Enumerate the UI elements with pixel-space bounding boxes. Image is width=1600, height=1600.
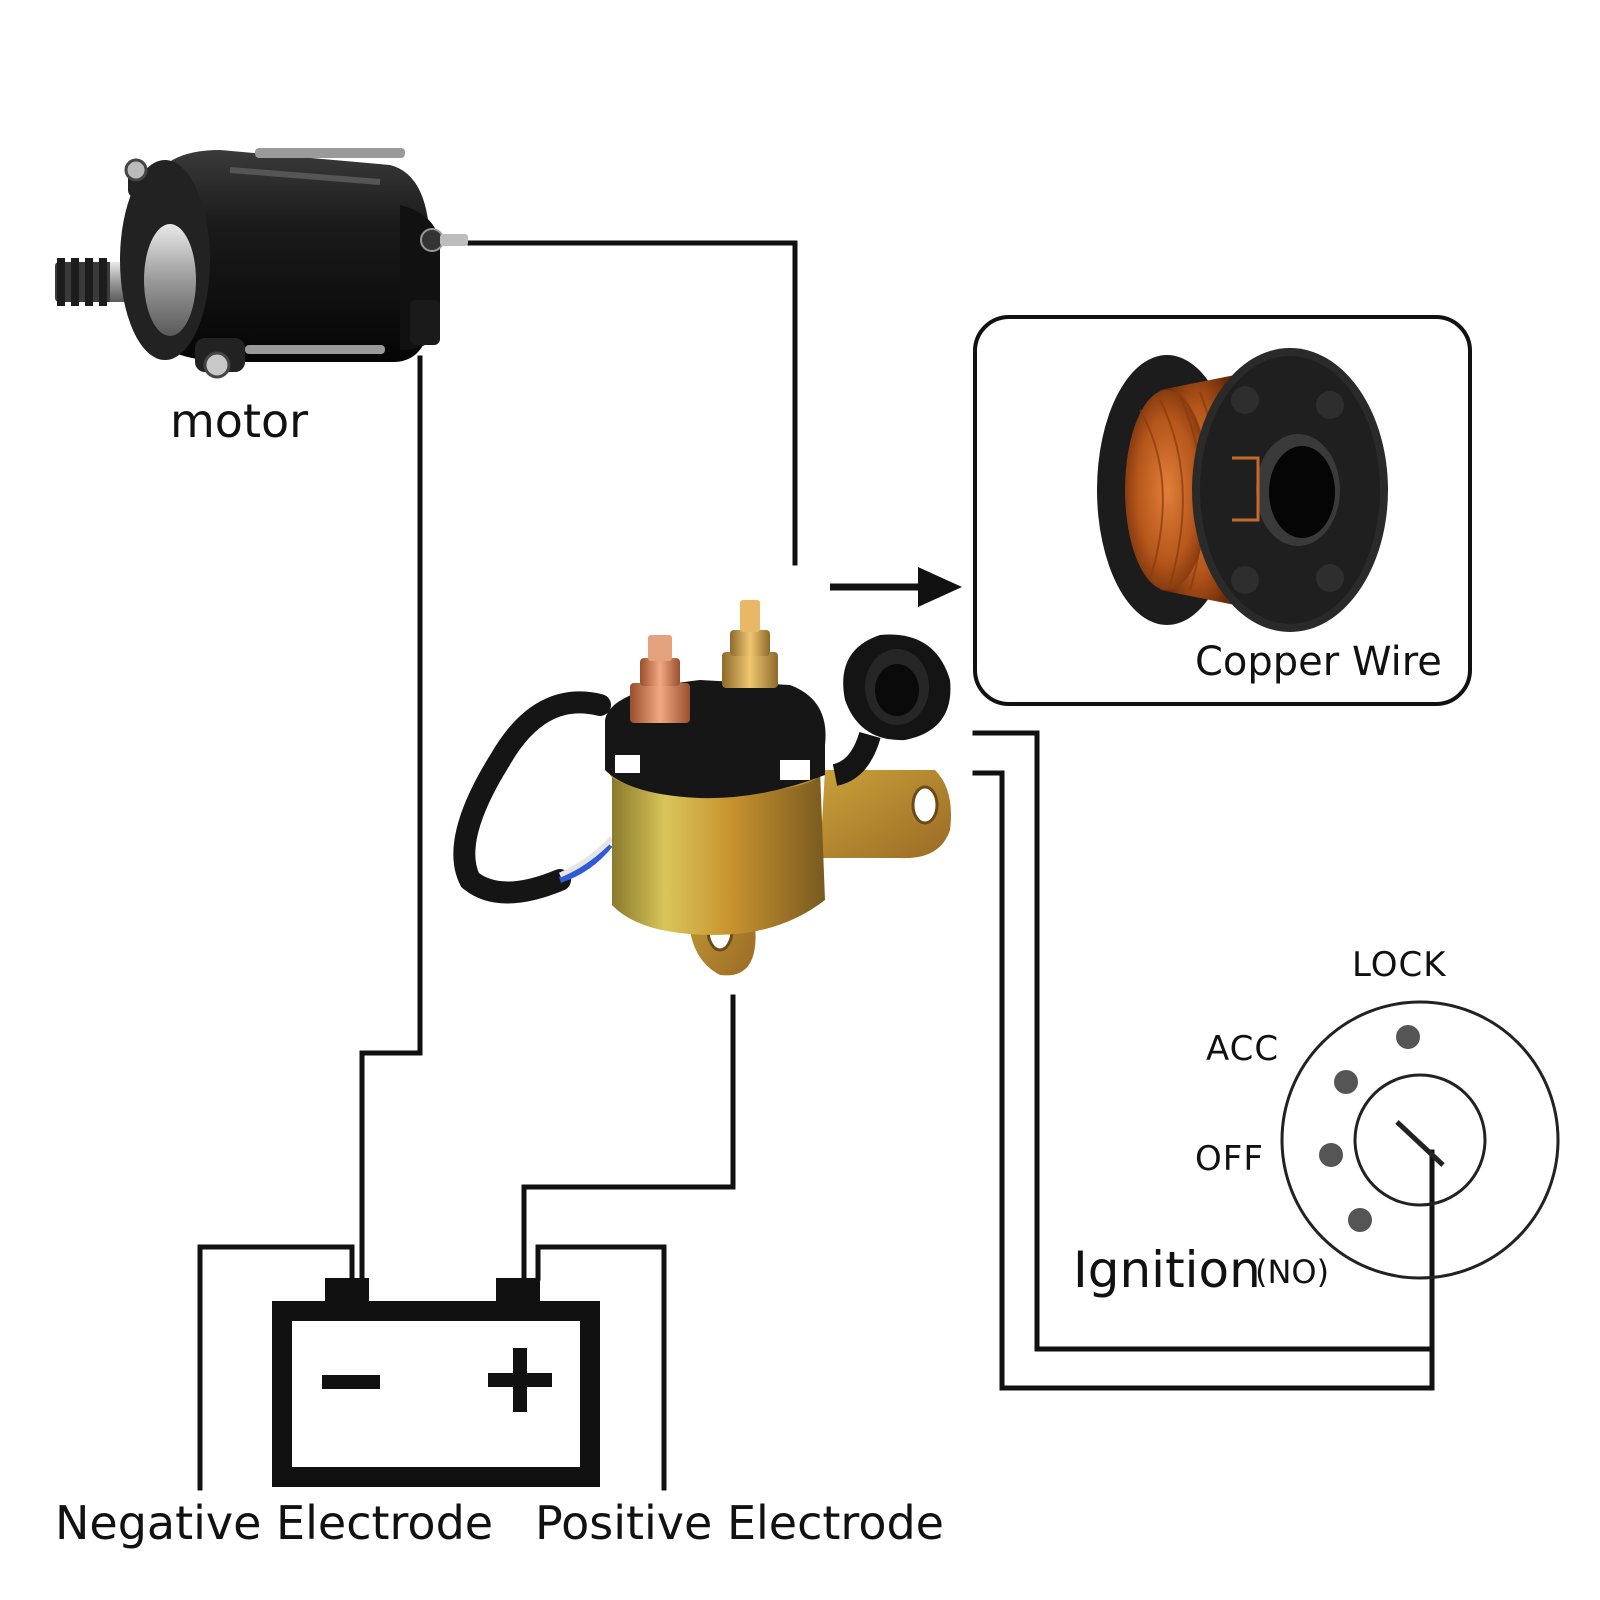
- wire-negative-electrode: [197, 1244, 355, 1491]
- ignition-acc-label: ACC: [1206, 1029, 1280, 1069]
- ignition-off-label: OFF: [1195, 1139, 1264, 1179]
- wires: [197, 240, 1435, 1491]
- ignition-position-lock: [1396, 1025, 1420, 1049]
- ignition-position-off: [1319, 1143, 1343, 1167]
- ignition-label: Ignition: [1073, 1241, 1261, 1299]
- starter-motor-icon: [55, 148, 468, 379]
- battery-plus-symbol: [488, 1348, 552, 1412]
- copper-wire-panel: [973, 315, 1472, 706]
- wire-positive-electrode: [535, 1244, 667, 1491]
- motor-label: motor: [170, 394, 309, 448]
- wire-relay-to-ignition-a: [972, 730, 1435, 1352]
- wire-motor-to-negative: [359, 355, 423, 1281]
- wire-relay-to-positive: [521, 994, 736, 1281]
- ignition-note-label: (NO): [1255, 1253, 1330, 1291]
- ignition-position-start: [1348, 1208, 1372, 1232]
- battery-minus-symbol: [322, 1375, 380, 1389]
- ignition-switch-icon: [1280, 1000, 1560, 1280]
- copper-wire-spool-icon: [1097, 348, 1388, 632]
- wire-motor-to-relay: [467, 240, 798, 566]
- ignition-lock-label: LOCK: [1352, 945, 1447, 985]
- copper-wire-label: Copper Wire: [1195, 639, 1442, 685]
- positive-electrode-label: Positive Electrode: [535, 1496, 944, 1550]
- wire-relay-to-ignition-b: [972, 770, 1435, 1391]
- ignition-position-acc: [1334, 1070, 1358, 1094]
- battery-icon: [272, 1278, 600, 1487]
- negative-electrode-label: Negative Electrode: [55, 1496, 494, 1550]
- right-arrow-icon: [830, 567, 962, 607]
- starter-relay-solenoid-icon: [453, 600, 951, 976]
